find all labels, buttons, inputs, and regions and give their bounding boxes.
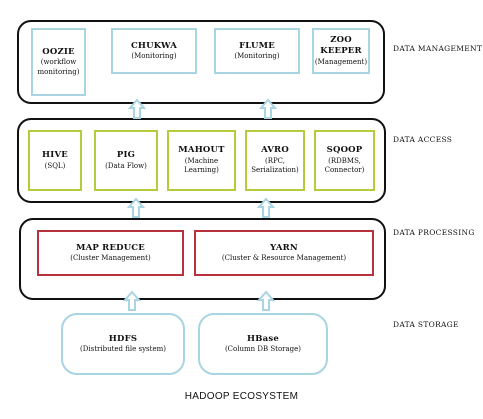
up-arrow-icon <box>258 291 274 311</box>
oozie-sub2: monitoring) <box>37 67 80 76</box>
data-storage-label: DATA STORAGE <box>393 320 459 329</box>
hive-title: HIVE <box>42 150 68 161</box>
pig-box: PIG (Data Flow) <box>94 130 158 191</box>
zookeeper-sub1: (Management) <box>314 57 368 66</box>
hive-box: HIVE (SQL) <box>28 130 82 191</box>
hbase-box: HBase (Column DB Storage) <box>198 313 328 375</box>
pig-title: PIG <box>116 150 136 161</box>
chukwa-box: CHUKWA (Monitoring) <box>111 28 197 74</box>
avro-sub2: Serialization) <box>251 166 299 175</box>
avro-box: AVRO (RPC, Serialization) <box>245 130 305 191</box>
mahout-title: MAHOUT <box>178 145 225 156</box>
hdfs-title: HDFS <box>108 333 138 344</box>
hive-sub1: (SQL) <box>44 161 66 170</box>
yarn-sub1: (Cluster & Resource Management) <box>221 254 347 263</box>
yarn-box: YARN (Cluster & Resource Management) <box>194 230 374 276</box>
hbase-title: HBase <box>247 333 279 344</box>
sqoop-sub2: Connector) <box>324 166 365 175</box>
hdfs-box: HDFS (Distributed file system) <box>61 313 185 375</box>
oozie-title: OOZIE <box>42 46 75 57</box>
chukwa-title: CHUKWA <box>130 40 178 51</box>
sqoop-title: SQOOP <box>326 145 363 156</box>
flume-sub1: (Monitoring) <box>234 52 280 61</box>
sqoop-box: SQOOP (RDBMS, Connector) <box>314 130 375 191</box>
up-arrow-icon <box>258 198 274 218</box>
map-reduce-title: MAP REDUCE <box>76 242 145 253</box>
mahout-box: MAHOUT (Machine Learning) <box>167 130 236 191</box>
hdfs-sub1: (Distributed file system) <box>80 345 166 354</box>
up-arrow-icon <box>128 198 144 218</box>
data-access-label: DATA ACCESS <box>393 135 453 144</box>
sqoop-sub1: (RDBMS, <box>328 156 361 165</box>
avro-title: AVRO <box>261 145 289 156</box>
up-arrow-icon <box>260 99 276 119</box>
map-reduce-box: MAP REDUCE (Cluster Management) <box>37 230 184 276</box>
diagram-caption: HADOOP ECOSYSTEM <box>184 391 299 402</box>
oozie-sub1: (workflow <box>40 58 77 67</box>
mahout-sub2: Learning) <box>184 166 219 175</box>
hbase-sub1: (Column DB Storage) <box>224 345 302 354</box>
pig-sub1: (Data Flow) <box>105 161 147 170</box>
mahout-sub1: (Machine <box>184 156 219 165</box>
oozie-box: OOZIE (workflow monitoring) <box>31 28 86 96</box>
avro-sub1: (RPC, <box>264 156 286 165</box>
up-arrow-icon <box>129 99 145 119</box>
map-reduce-sub1: (Cluster Management) <box>70 254 151 263</box>
data-management-label: DATA MANAGEMENT <box>393 44 483 53</box>
flume-box: FLUME (Monitoring) <box>214 28 300 74</box>
chukwa-sub1: (Monitoring) <box>131 52 177 61</box>
zookeeper-box: ZOO KEEPER (Management) <box>312 28 370 74</box>
data-processing-label: DATA PROCESSING <box>393 228 475 237</box>
zookeeper-title: ZOO KEEPER <box>320 34 362 57</box>
flume-title: FLUME <box>239 40 275 51</box>
yarn-title: YARN <box>270 242 298 253</box>
up-arrow-icon <box>124 291 140 311</box>
